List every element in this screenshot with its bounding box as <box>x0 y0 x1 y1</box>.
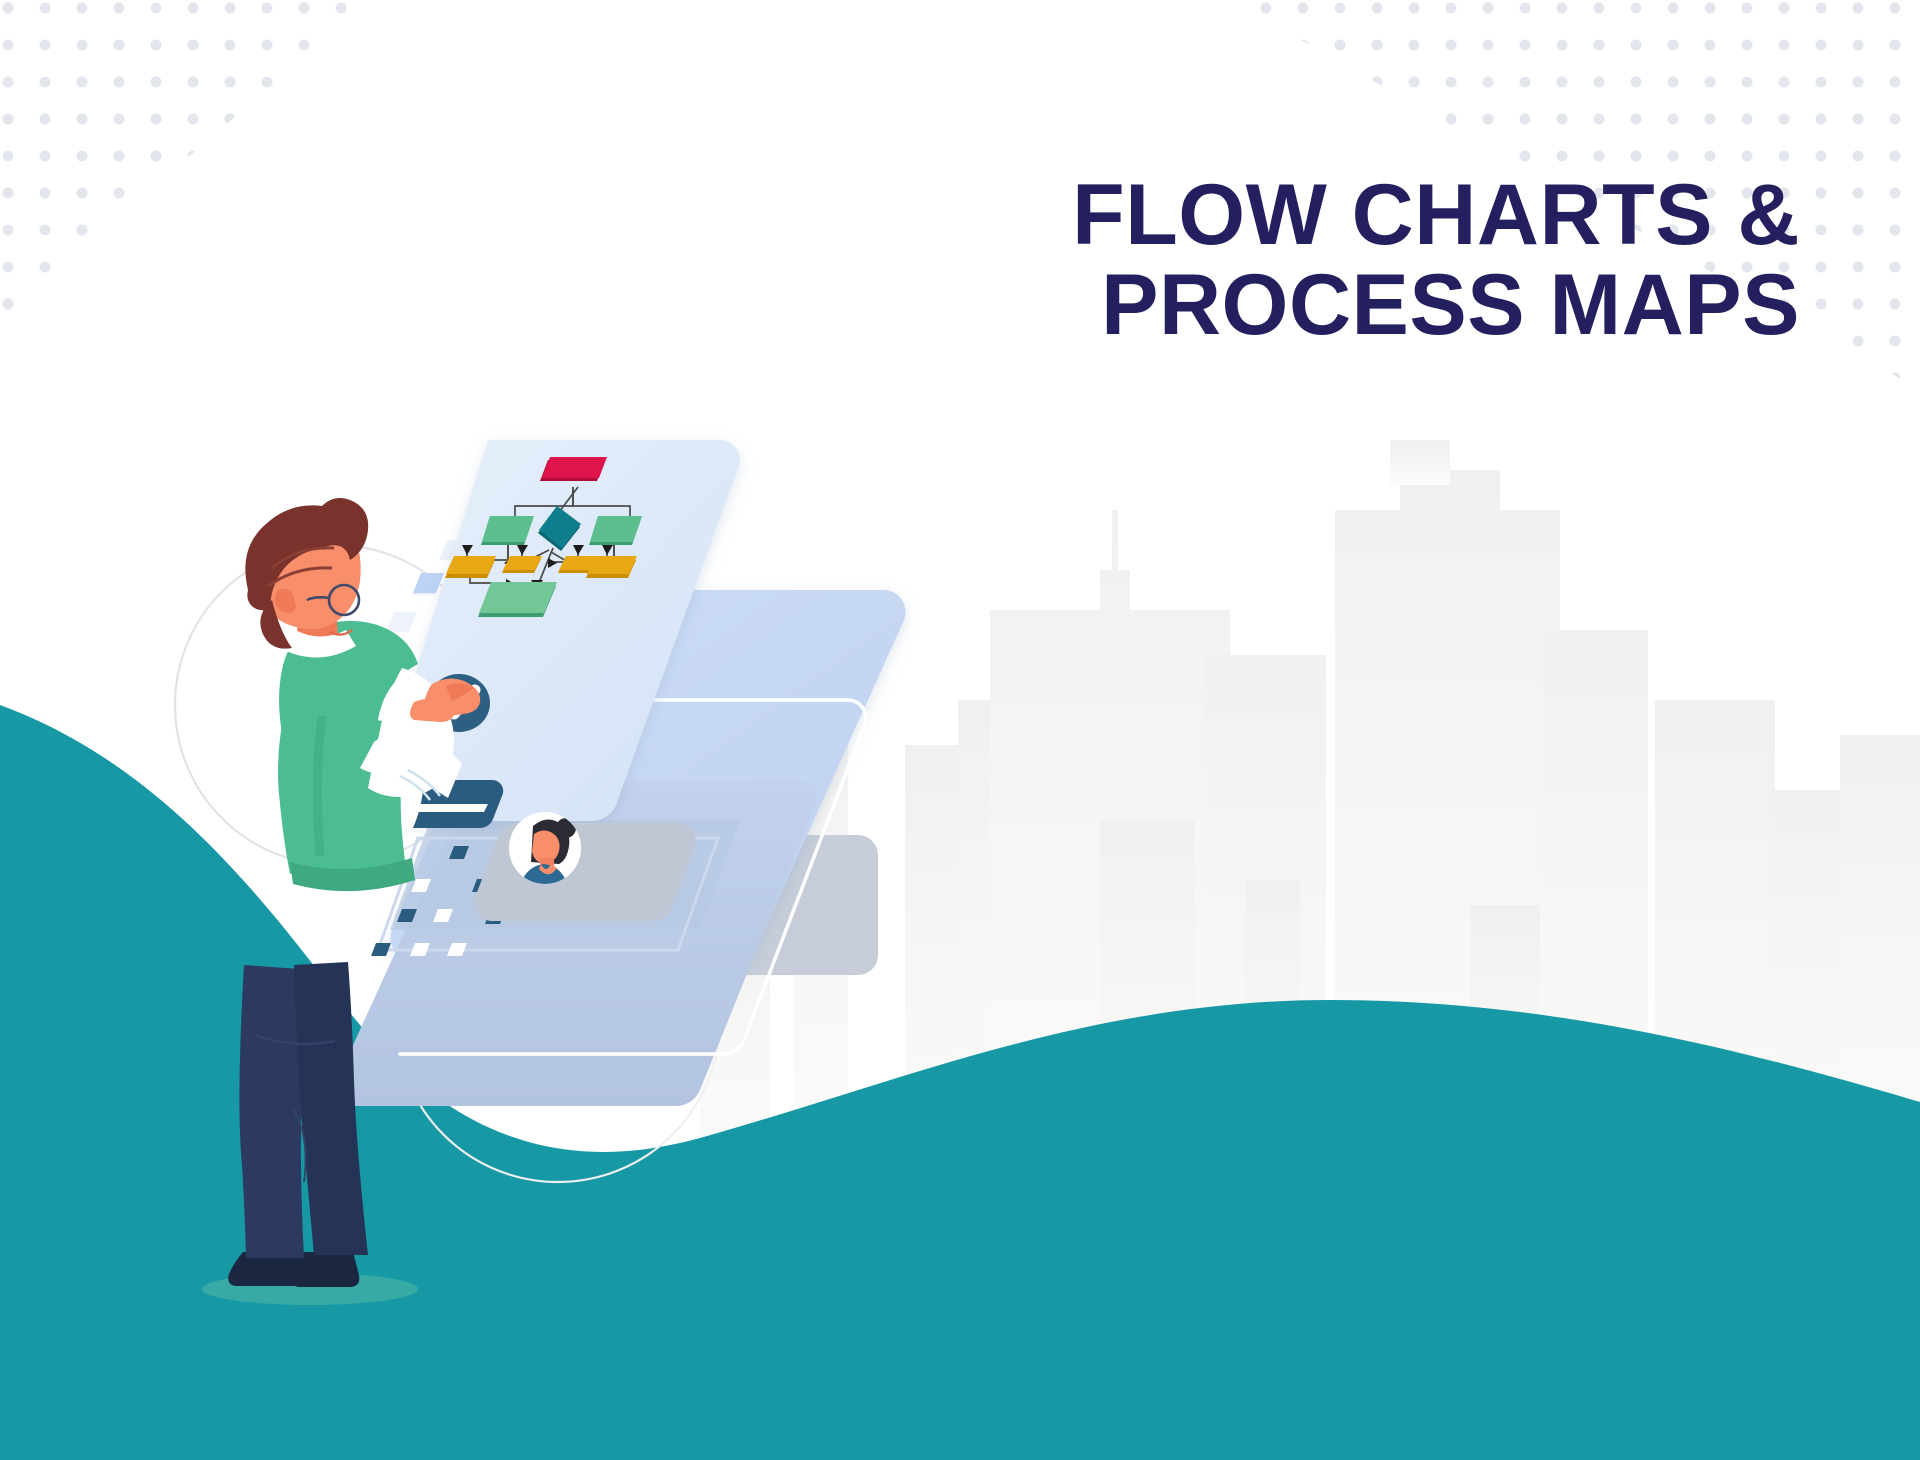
flow-node-final <box>478 582 557 617</box>
pants-crease-2 <box>293 1109 307 1183</box>
teal-wave-shape <box>0 705 1920 1460</box>
hair-highlight-2 <box>267 566 333 588</box>
standing-person <box>202 498 481 1305</box>
flow-node-data-3 <box>558 556 599 573</box>
flowchart-diagram <box>445 457 642 617</box>
hair-sideburn <box>260 600 292 649</box>
glasses <box>306 583 361 617</box>
leg-back <box>239 965 314 1258</box>
title-line-1: FLOW CHARTS & <box>1072 167 1800 263</box>
hair <box>245 498 369 611</box>
leg-front <box>294 962 368 1255</box>
flow-node-process-right <box>589 516 642 545</box>
mouth <box>329 629 353 636</box>
hand <box>410 678 481 722</box>
card-outline-frame <box>398 698 868 1056</box>
flow-node-start <box>540 457 607 481</box>
city-skyline-silhouette <box>700 440 1920 1145</box>
flow-node-data-4 <box>586 556 637 578</box>
shoe-back <box>228 1252 302 1286</box>
ear <box>275 588 296 614</box>
shoe-front <box>290 1252 360 1287</box>
user-avatar-photo <box>509 812 581 884</box>
sleeve-crease-2 <box>407 768 442 797</box>
title-line-2: PROCESS MAPS <box>1101 257 1800 354</box>
sweater-hem <box>290 858 415 892</box>
flow-node-data-2 <box>502 556 542 573</box>
flow-node-decision <box>538 506 581 551</box>
avatar-card <box>474 812 696 921</box>
page-title: FLOW CHARTS & PROCESS MAPS <box>860 170 1800 351</box>
hair-highlight <box>271 546 335 570</box>
sleeve-crease-1 <box>399 774 432 801</box>
flow-node-process-left <box>481 516 534 545</box>
forearm <box>360 733 462 798</box>
pants-crease <box>254 1034 336 1045</box>
flow-node-data-1 <box>445 556 496 578</box>
sweater-fold <box>312 715 327 857</box>
